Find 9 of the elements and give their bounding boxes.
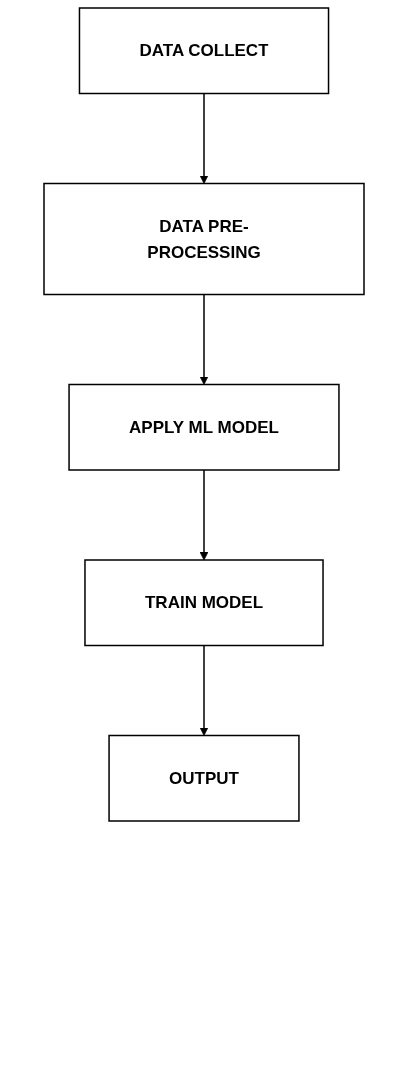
node-box: APPLY ML MODEL (67, 383, 340, 471)
arrow (199, 469, 208, 561)
node-box: DATA COLLECT (78, 7, 329, 95)
node-box: TRAIN MODEL (83, 559, 324, 647)
arrow (199, 92, 208, 184)
node-box: OUTPUT (107, 734, 300, 822)
arrow (199, 293, 208, 385)
arrow (199, 644, 208, 736)
node-box: DATA PRE-PROCESSING (42, 182, 365, 296)
